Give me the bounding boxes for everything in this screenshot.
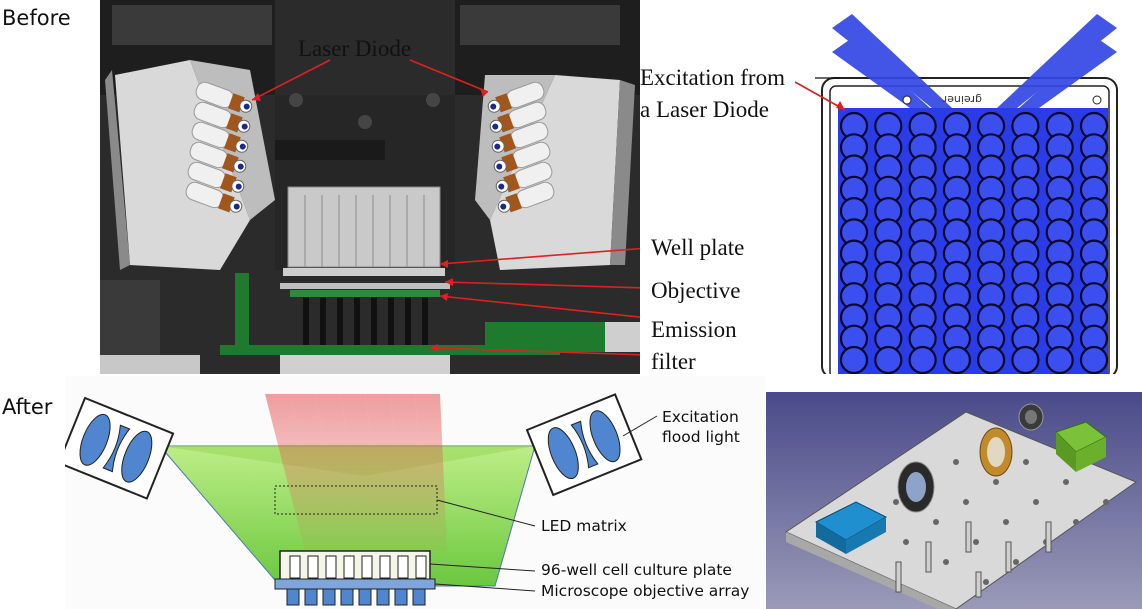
emission-filter-label-line1: Emission: [651, 317, 737, 342]
plate-well: [977, 345, 1006, 374]
after-label: After: [2, 395, 53, 419]
well-plate-illustration: greiner: [821, 14, 1118, 374]
plate-well: [1045, 345, 1074, 374]
excitation-flood-light-label-line2: flood light: [662, 428, 740, 446]
plate-well: [1011, 345, 1040, 374]
after-cad-drawing: [766, 392, 1142, 609]
plate-well: [839, 345, 869, 374]
plate-brand-text: greiner: [942, 93, 982, 106]
culture-plate-label: 96-well cell culture plate: [541, 561, 732, 579]
after-schematic-panel: [65, 376, 765, 609]
emission-filter-label-line2: filter: [651, 349, 696, 374]
before-cad-panel: [100, 0, 640, 374]
before-plate-panel: greiner: [812, 0, 1142, 374]
objective-array-label: Microscope objective array: [541, 582, 750, 600]
after-cad-panel: [766, 392, 1142, 609]
laser-diode-label: Laser Diode: [298, 36, 412, 61]
plate-well: [1079, 345, 1109, 374]
plate-well: [908, 345, 937, 374]
plate-well: [874, 345, 903, 374]
well-plate-label: Well plate: [651, 235, 745, 260]
excitation-from-laser-label-line1: Excitation from: [640, 65, 785, 90]
before-label: Before: [2, 6, 71, 30]
plate-well: [942, 345, 971, 374]
excitation-flood-light-label-line1: Excitation: [662, 408, 739, 426]
led-matrix-label: LED matrix: [541, 517, 627, 535]
after-schematic-drawing: [65, 376, 765, 609]
objective-label: Objective: [651, 278, 741, 303]
before-cad-callout-lines: [251, 59, 640, 356]
before-cad-drawing: [100, 0, 640, 374]
excitation-from-laser-label-line2: a Laser Diode: [640, 97, 769, 122]
